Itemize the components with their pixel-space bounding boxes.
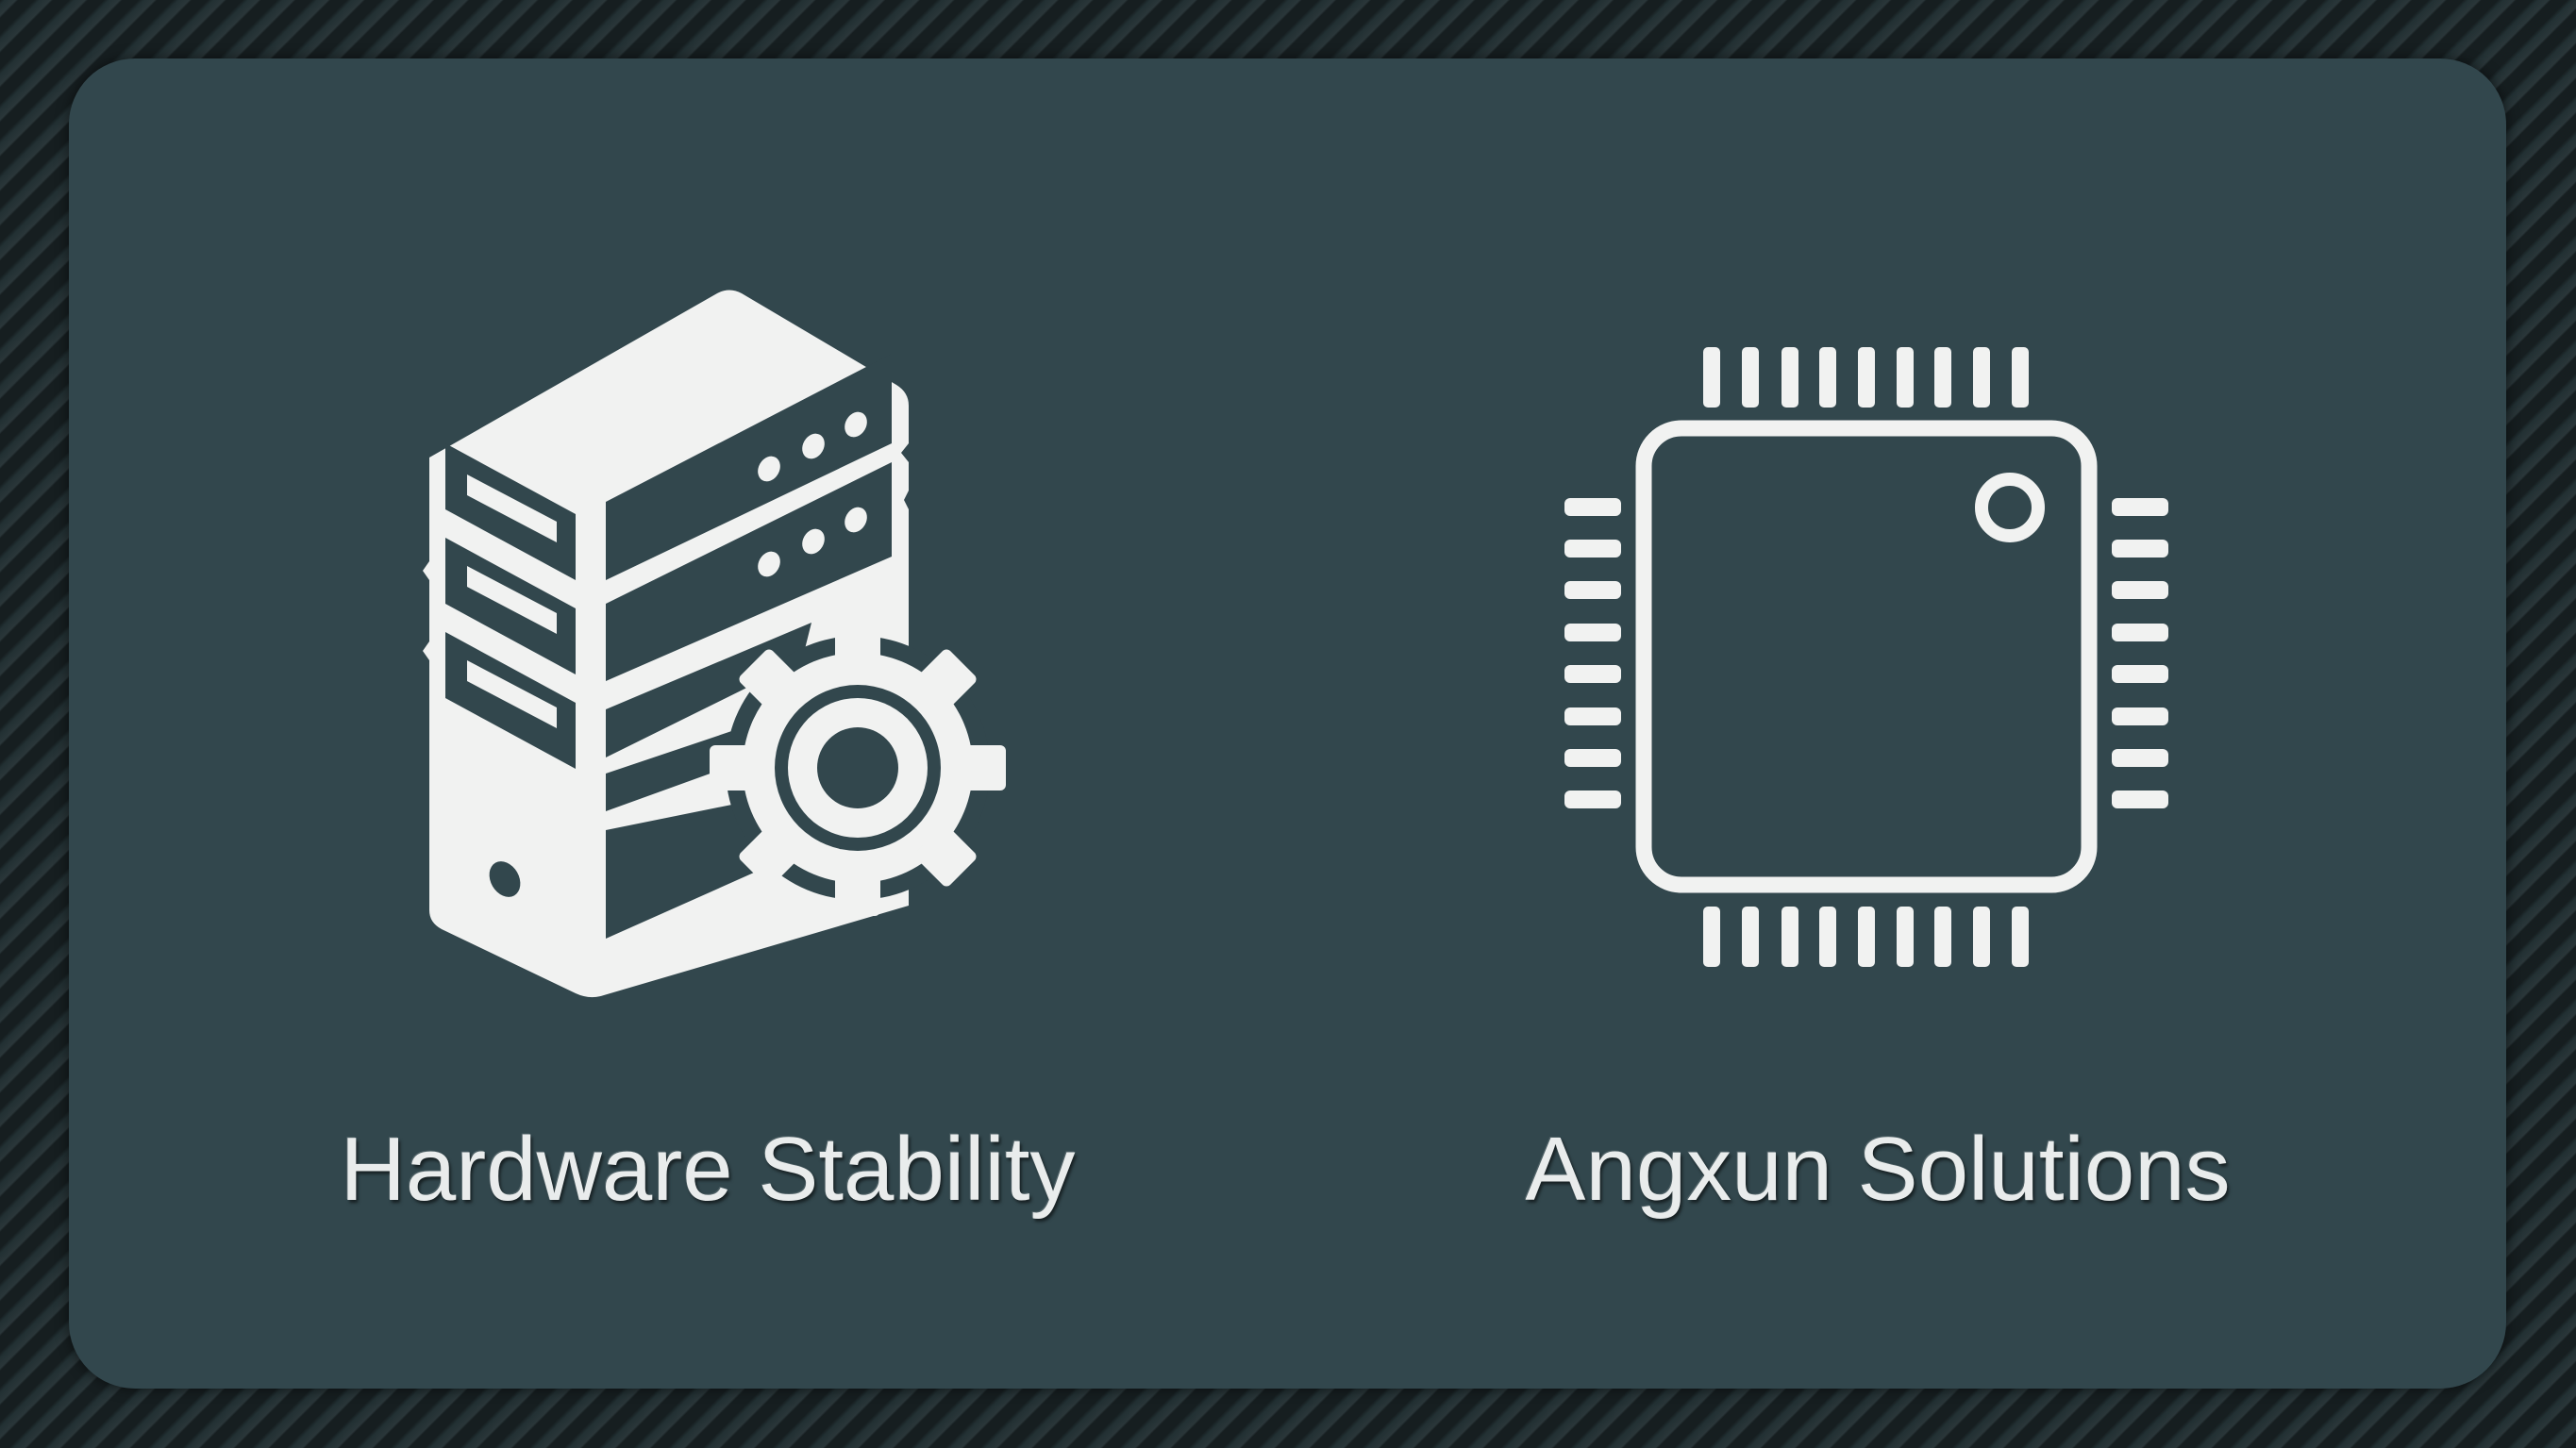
server-gear-icon [423,290,1006,998]
hardware-stability-label: Hardware Stability [340,1119,1076,1220]
power-button-icon [489,861,521,897]
microchip-icon [1564,347,2168,967]
chip-body [1635,420,2098,893]
gear-icon [710,620,1006,916]
chip-pin1-marker [1975,473,2045,542]
angxun-solutions-label: Angxun Solutions [1525,1119,2231,1220]
